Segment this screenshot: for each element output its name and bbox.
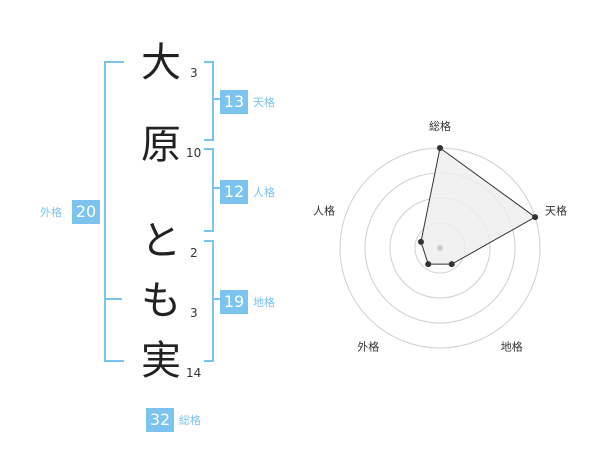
name-char-2: 原 [141,122,181,168]
radar-axis-label-4: 外格 [357,340,379,354]
radar-point-1 [437,145,443,151]
jinkaku-value-badge: 12 [220,180,248,204]
chikaku-bracket [204,240,214,362]
radar-axis-label-3: 地格 [501,340,523,354]
radar-polygon [420,147,537,265]
tenkaku-value-badge: 13 [220,90,248,114]
radar-point-2 [532,214,539,221]
soukaku-label: 総格 [179,414,201,427]
soukaku-value-badge: 32 [146,408,174,432]
radar-point-4 [425,261,432,268]
stroke-count-2: 10 [186,146,202,160]
stroke-count-4: 3 [190,306,198,320]
gaikaku-bracket [104,61,124,362]
jinkaku-bracket [204,148,214,232]
chikaku-label: 地格 [253,296,275,309]
radar-point-5 [417,238,424,245]
name-char-5: 実 [141,338,181,384]
stroke-count-5: 14 [186,366,202,380]
stroke-count-1: 3 [190,66,198,80]
radar-center [437,245,443,251]
stroke-count-3: 2 [190,246,198,260]
radar-axis-label-5: 人格 [313,203,335,217]
radar-point-3 [448,261,455,268]
name-char-3: と [141,218,181,264]
name-char-4: も [141,278,181,324]
tenkaku-label: 天格 [253,96,275,109]
radar-axis-label-1: 総格 [429,119,451,133]
chikaku-value-badge: 19 [220,290,248,314]
gaikaku-value-badge: 20 [72,200,100,224]
name-char-1: 大 [141,40,181,86]
gaikaku-label: 外格 [40,206,62,219]
radar-axis-label-2: 天格 [545,203,567,217]
jinkaku-label: 人格 [253,186,275,199]
tenkaku-bracket [204,61,214,141]
